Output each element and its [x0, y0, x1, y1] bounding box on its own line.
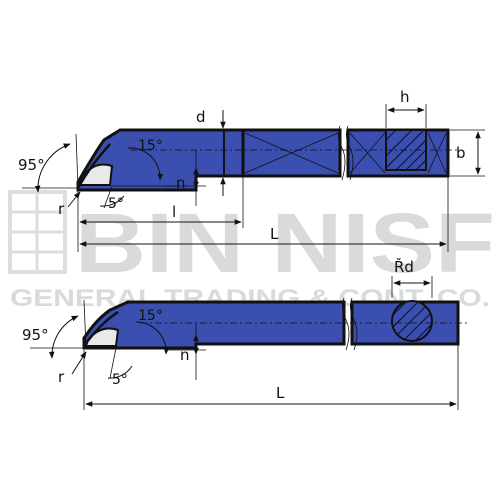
- top-dim-n-label: n: [176, 174, 186, 192]
- bottom-dim-round-label: Řd: [394, 257, 414, 276]
- bottom-tool-body: [82, 300, 346, 350]
- top-dim-d-label: d: [196, 108, 206, 126]
- bottom-break-line: [342, 297, 350, 351]
- bottom-angle-5-label: 5°: [112, 372, 128, 388]
- top-dim-l-label: l: [172, 203, 176, 221]
- top-angle-5-label: 5°: [108, 196, 124, 212]
- top-section-square: [385, 129, 427, 171]
- watermark-logo-icon: [8, 190, 67, 274]
- top-dim-b-label: b: [456, 144, 466, 162]
- top-radius-label: r: [58, 200, 65, 218]
- top-tool-body: [76, 128, 342, 192]
- bottom-angle-15-label: 15°: [138, 308, 163, 324]
- top-insert: [78, 163, 114, 186]
- bottom-dim-n-label: n: [180, 346, 190, 364]
- top-dim-h-label: h: [400, 88, 410, 106]
- bottom-section-round: [391, 300, 433, 342]
- bottom-dim-L-label: L: [276, 384, 285, 402]
- top-break-line: [338, 125, 346, 181]
- top-angle-95-label: 95°: [18, 156, 45, 174]
- watermark-text: BIN NISF: [75, 196, 495, 290]
- top-view: 95° 15° 5° r d n l L h b: [18, 88, 485, 252]
- top-dim-L-label: L: [270, 225, 279, 243]
- bottom-angle-95-label: 95°: [22, 326, 49, 344]
- top-angle-15-label: 15°: [138, 138, 163, 154]
- watermark: BIN NISF GENERAL TRADING & CONT. CO.: [8, 190, 495, 312]
- bottom-view: 95° 15° 5° r n Řd L: [22, 257, 470, 410]
- bottom-radius-label: r: [58, 368, 65, 386]
